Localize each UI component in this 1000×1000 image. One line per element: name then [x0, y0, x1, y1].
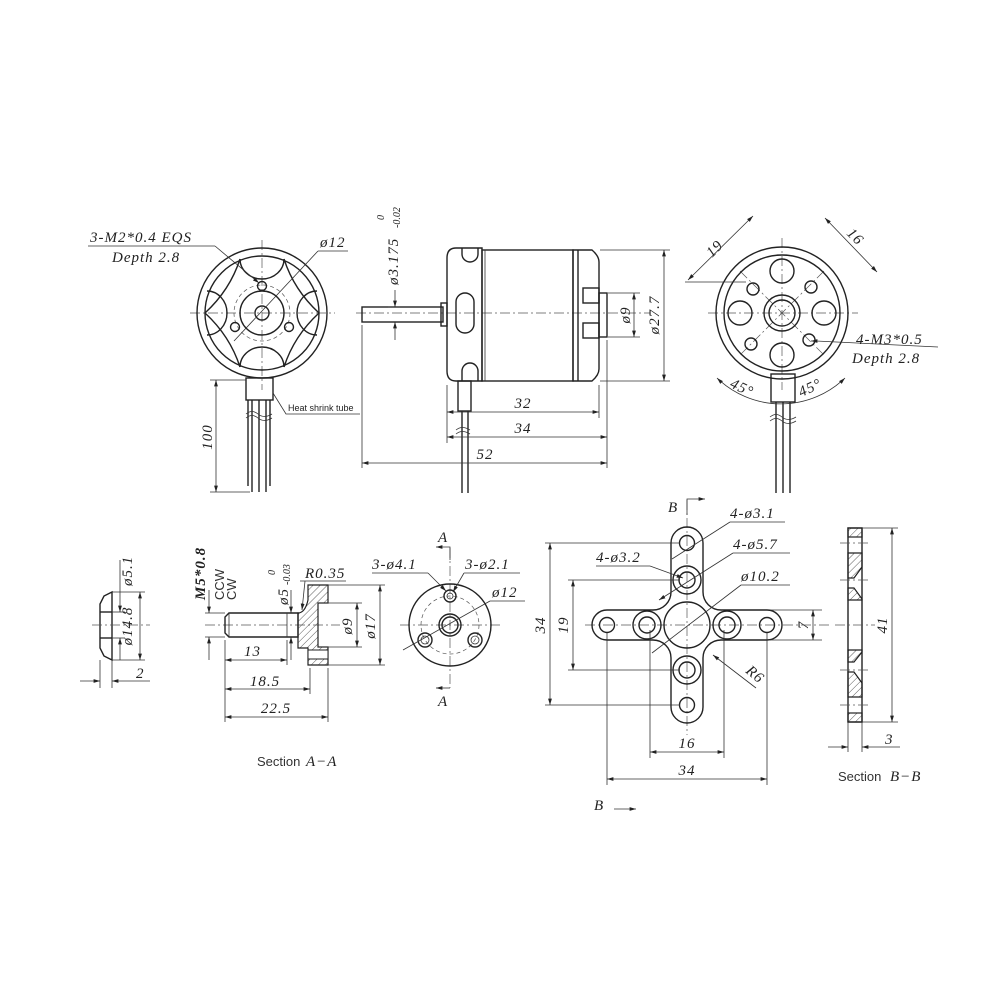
section-mark-b-top: B — [668, 500, 678, 516]
total-body-length-dimension: 34 — [514, 421, 532, 437]
mount-hole — [256, 280, 268, 292]
x-mount-view: B B 34 19 7 16 34 4-ø3.1 4-ø3.2 4-ø5.7 ø — [533, 497, 830, 814]
shaft-adapter-section: ø9 ø17 M5*0.8 CCW CW ø5 0 -0.03 R0.35 13… — [193, 547, 385, 770]
motor-front-view: 100 3-M2*0.4 EQS Depth 2.8 ø12 Heat shri… — [88, 230, 360, 493]
large-holes-callout: 3-ø4.1 — [371, 557, 417, 573]
section-b-height: 41 — [875, 617, 891, 634]
angle-right-dimension: 45° — [796, 376, 825, 401]
shaft-diameter-dimension: ø3.175 — [386, 238, 402, 286]
outer-holes-callout: 4-ø3.1 — [730, 506, 775, 522]
cw-label: CW — [224, 578, 239, 600]
section-b-label: Section — [838, 769, 881, 784]
washer-outer-diameter: ø14.8 — [120, 607, 136, 647]
washer-thickness: 2 — [136, 666, 145, 682]
hub-diameter-dimension: ø9 — [618, 307, 634, 325]
flange-diameter-dimension: ø17 — [363, 613, 379, 640]
ccw-label: CCW — [212, 568, 227, 600]
fillet-callout: R6 — [742, 662, 767, 687]
m3-hole — [746, 282, 760, 296]
section-a-label: Section — [257, 754, 300, 769]
inner-spacing-h-dimension: 16 — [679, 736, 696, 752]
spacing-19-dimension: 19 — [704, 238, 727, 261]
thread-length-dimension: 13 — [244, 644, 261, 660]
body-length-dimension: 32 — [514, 396, 532, 412]
mount-hole — [283, 321, 295, 333]
heat-shrink-label: Heat shrink tube — [288, 403, 354, 413]
section-mark-a-bottom: A — [437, 694, 448, 710]
bore-tolerance-upper: 0 — [267, 570, 278, 575]
thread-callout: 3-M2*0.4 EQS — [89, 230, 192, 246]
section-b-thickness: 3 — [884, 732, 894, 748]
m3-hole — [804, 280, 818, 294]
m3-depth-callout: Depth 2.8 — [851, 351, 920, 367]
lead-length-dimension: 100 — [200, 424, 216, 450]
small-holes-callout: 3-ø2.1 — [464, 557, 510, 573]
counterbore-callout: 4-ø5.7 — [733, 537, 778, 553]
angle-left-dimension: 45° — [727, 376, 756, 401]
depth-callout: Depth 2.8 — [111, 250, 180, 266]
adapter-front-view: A A 3-ø4.1 3-ø2.1 ø12 — [371, 530, 525, 710]
section-bb-view: 41 3 Section B−B — [828, 527, 921, 785]
bore-diameter: ø5 — [276, 588, 292, 606]
m3-hole — [744, 337, 758, 351]
inner-spacing-v-dimension: 19 — [556, 617, 572, 634]
shaft-tolerance-lower: -0.02 — [392, 207, 403, 228]
washer-view: ø5.1 ø14.8 2 — [80, 556, 150, 688]
fillet-radius: R0.35 — [304, 566, 345, 582]
shaft-tolerance-upper: 0 — [376, 215, 387, 220]
washer-inner-diameter: ø5.1 — [120, 556, 136, 587]
pitch-diameter-callout: ø12 — [491, 585, 518, 601]
outer-spacing-v-dimension: 34 — [533, 617, 549, 635]
m3-thread-callout: 4-M3*0.5 — [856, 332, 923, 348]
section-a-name: A−A — [305, 754, 337, 770]
spacing-16-dimension: 16 — [843, 226, 866, 249]
center-hole-callout: ø10.2 — [740, 569, 780, 585]
bore-tolerance-lower: -0.03 — [282, 564, 293, 585]
inner-holes-callout: 4-ø3.2 — [596, 550, 641, 566]
overall-length-dimension: 52 — [477, 447, 494, 463]
total-length-dimension: 22.5 — [261, 701, 291, 717]
x-mount-outline — [591, 526, 783, 724]
mid-length-dimension: 18.5 — [250, 674, 280, 690]
motor-rear-view: 19 16 45° 45° 4-M3*0.5 Depth 2.8 — [685, 215, 939, 493]
recess-diameter-dimension: ø9 — [340, 618, 356, 636]
motor-side-view: ø3.175 0 -0.02 ø9 ø27.7 32 34 52 — [356, 207, 670, 493]
body-diameter-dimension: ø27.7 — [647, 295, 663, 335]
section-mark-b-bottom: B — [594, 798, 604, 814]
section-mark-a-top: A — [437, 530, 448, 546]
pitch-diameter-callout: ø12 — [319, 235, 346, 251]
thread-spec: M5*0.8 — [193, 547, 209, 601]
section-b-name: B−B — [890, 769, 921, 785]
arm-width-dimension: 7 — [796, 620, 812, 629]
mount-hole — [229, 321, 241, 333]
outer-spacing-h-dimension: 34 — [678, 763, 696, 779]
